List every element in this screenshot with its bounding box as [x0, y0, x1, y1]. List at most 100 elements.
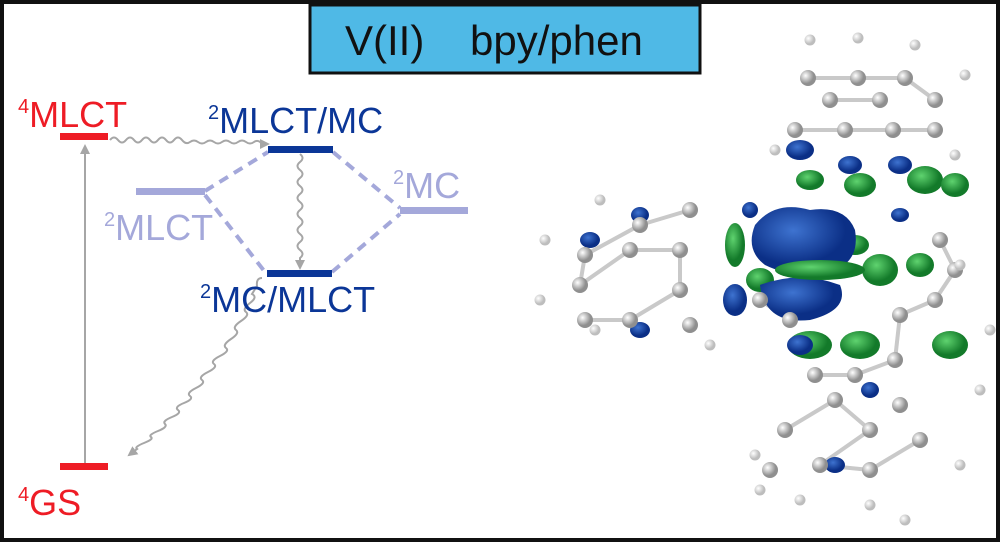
- relaxation-wavy-arrow: [295, 153, 305, 270]
- orbital-lobe-green: [932, 331, 968, 359]
- carbon-atom: [885, 122, 901, 138]
- orbital-lobe-central-green: [775, 260, 865, 280]
- orbital-lobe-central-blue: [760, 277, 842, 321]
- level-2mlct: [136, 188, 205, 195]
- decay-wavy-arrow: [127, 277, 263, 457]
- label-2mlct: 2MLCT: [104, 207, 213, 248]
- level-4mlct: [60, 133, 108, 140]
- hydrogen-atom: [852, 32, 864, 44]
- orbital-lobe-green: [941, 173, 969, 197]
- label-2mc-mlct: 2MC/MLCT: [200, 279, 375, 320]
- level-2mc-mlct: [267, 270, 332, 277]
- hydrogen-atom: [794, 494, 806, 506]
- hydrogen-atom: [909, 39, 921, 51]
- carbon-atom: [800, 70, 816, 86]
- orbital-lobe-blue: [742, 202, 758, 218]
- bond: [578, 248, 632, 287]
- carbon-atom: [672, 282, 688, 298]
- hydrogen-atom: [534, 294, 546, 306]
- orbital-lobe-blue: [861, 382, 879, 398]
- title-ligands: bpy/phen: [470, 17, 643, 64]
- carbon-atom: [812, 457, 828, 473]
- carbon-atom: [782, 312, 798, 328]
- carbon-atom: [932, 232, 948, 248]
- carbon-atom: [577, 312, 593, 328]
- orbital-lobe-green: [840, 331, 880, 359]
- hydrogen-atom: [984, 324, 996, 336]
- orbital-lobe-green: [796, 170, 824, 190]
- carbon-atom: [632, 217, 648, 233]
- carbon-atom: [672, 242, 688, 258]
- carbon-atom: [850, 70, 866, 86]
- isc-wavy-arrow: [109, 136, 270, 149]
- carbon-atom: [927, 122, 943, 138]
- level-2mc: [400, 207, 468, 214]
- title-box: V(II) bpy/phen: [308, 3, 702, 75]
- hydrogen-atom: [769, 144, 781, 156]
- correlation-lines: [203, 150, 402, 274]
- carbon-atom: [682, 317, 698, 333]
- carbon-atom: [762, 462, 778, 478]
- carbon-atom: [892, 307, 908, 323]
- bond: [584, 223, 641, 257]
- carbon-atom: [787, 122, 803, 138]
- orbital-lobe-blue: [723, 284, 747, 316]
- carbon-atom: [572, 277, 588, 293]
- orbital-lobe-green: [844, 173, 876, 197]
- carbon-atom: [897, 70, 913, 86]
- label-4gs: 4GS: [18, 482, 81, 523]
- carbon-atom: [827, 392, 843, 408]
- hydrogen-atom: [864, 499, 876, 511]
- title-metal: V(II): [345, 17, 424, 64]
- orbital-lobe-blue: [786, 140, 814, 160]
- orbital-lobe-blue: [888, 156, 912, 174]
- bond: [628, 288, 682, 322]
- carbon-atom: [682, 202, 698, 218]
- hydrogen-atom: [589, 324, 601, 336]
- carbon-atom: [837, 122, 853, 138]
- carbon-atom: [892, 397, 908, 413]
- carbon-atom: [887, 352, 903, 368]
- orbital-lobe-green: [906, 253, 934, 277]
- orbital-lobe-blue: [891, 208, 909, 222]
- carbon-atom: [622, 242, 638, 258]
- orbital-lobe-blue: [787, 335, 813, 355]
- label-2mlct-mc: 2MLCT/MC: [208, 100, 383, 141]
- hydrogen-atom: [899, 514, 911, 526]
- level-4gs: [60, 463, 108, 470]
- level-2mlct-mc: [268, 146, 333, 153]
- hydrogen-atom: [804, 34, 816, 46]
- hydrogen-atom: [594, 194, 606, 206]
- orbital-lobe-blue: [580, 232, 600, 248]
- carbon-atom: [777, 422, 793, 438]
- carbon-atom: [752, 292, 768, 308]
- hydrogen-atom: [749, 449, 761, 461]
- hydrogen-atom: [954, 459, 966, 471]
- label-2mc: 2MC: [393, 165, 460, 206]
- carbon-atom: [862, 422, 878, 438]
- hydrogen-atom: [974, 384, 986, 396]
- orbital-lobe-central-blue: [751, 207, 856, 274]
- bond: [783, 398, 837, 432]
- carbon-atom: [807, 367, 823, 383]
- bond: [868, 438, 922, 472]
- orbital-lobe-blue: [838, 156, 862, 174]
- carbon-atom: [862, 462, 878, 478]
- hydrogen-atom: [959, 69, 971, 81]
- bond: [639, 208, 691, 227]
- carbon-atom: [927, 92, 943, 108]
- orbital-lobe-green: [862, 254, 898, 286]
- carbon-atom: [847, 367, 863, 383]
- carbon-atom: [912, 432, 928, 448]
- hydrogen-atom: [754, 484, 766, 496]
- molecular-orbital-rendering: [534, 32, 996, 526]
- carbon-atom: [577, 247, 593, 263]
- hydrogen-atom: [539, 234, 551, 246]
- orbital-lobe-green: [907, 166, 943, 194]
- hydrogen-atom: [954, 259, 966, 271]
- carbon-atom: [622, 312, 638, 328]
- label-4mlct: 4MLCT: [18, 94, 127, 135]
- carbon-atom: [822, 92, 838, 108]
- orbital-lobe-green: [725, 223, 745, 267]
